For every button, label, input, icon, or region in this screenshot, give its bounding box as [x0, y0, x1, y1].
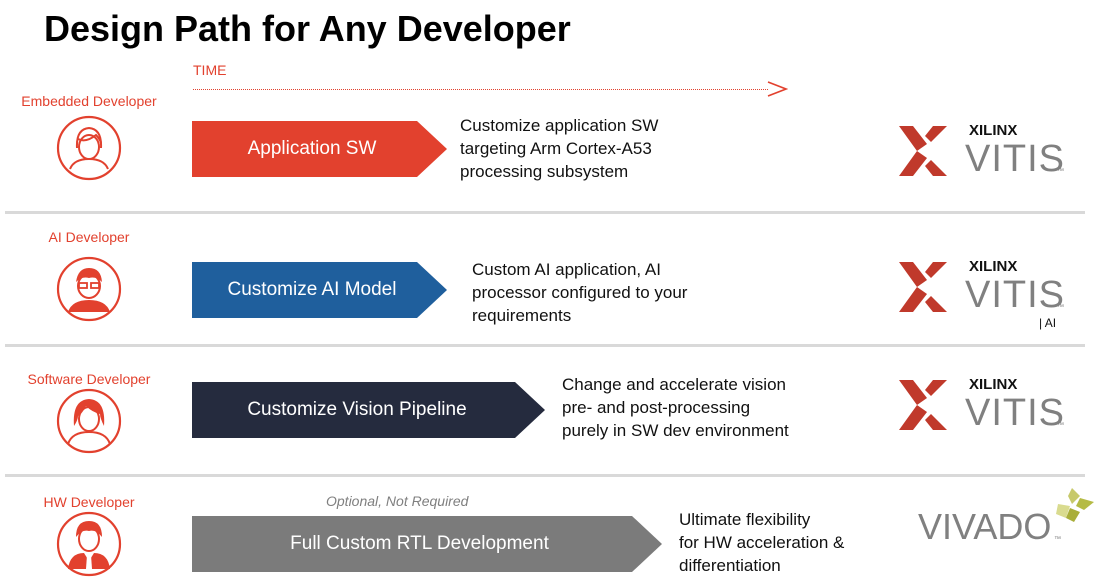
trademark-symbol: ™	[1057, 304, 1064, 311]
time-arrow-icon	[767, 81, 788, 97]
row-divider	[5, 344, 1085, 347]
developer-label-software: Software Developer	[27, 371, 151, 387]
time-label: TIME	[193, 62, 227, 78]
developer-label-ai: AI Developer	[48, 229, 130, 245]
step-label-customize-ai-model: Customize AI Model	[227, 279, 397, 300]
page-title: Design Path for Any Developer	[44, 8, 571, 49]
vitis-wordmark: VITIS	[965, 392, 1066, 434]
trademark-symbol: ™	[1054, 536, 1061, 543]
row-divider	[5, 474, 1085, 477]
step-label-application-sw: Application SW	[247, 138, 377, 159]
user-tie-icon	[56, 511, 122, 577]
vitis-ai-logo: XILINX VITIS ™ | AI	[897, 258, 1077, 334]
step-description: Custom AI application, AI processor conf…	[472, 260, 688, 325]
step-arrow-full-custom-rtl	[192, 516, 662, 572]
xilinx-logo-icon	[899, 126, 947, 176]
step-arrow-application-sw	[192, 121, 447, 177]
step-arrow-customize-ai-model	[192, 262, 447, 318]
xilinx-logo-icon	[899, 262, 947, 312]
step-description: Change and accelerate vision pre- and po…	[562, 375, 789, 440]
user-icon	[56, 115, 122, 181]
ai-suffix: | AI	[1039, 316, 1057, 330]
step-description: Ultimate flexibility for HW acceleration…	[679, 510, 845, 575]
xilinx-wordmark: XILINX	[969, 258, 1018, 275]
row-divider	[5, 211, 1085, 214]
step-label-customize-vision-pipeline: Customize Vision Pipeline	[247, 399, 467, 420]
vivado-wordmark: VIVADO	[918, 506, 1052, 547]
vitis-wordmark: VITIS	[965, 274, 1066, 316]
time-axis-line	[193, 89, 768, 90]
optional-note: Optional, Not Required	[326, 493, 469, 509]
developer-label-hw: HW Developer	[43, 494, 135, 510]
step-label-full-custom-rtl: Full Custom RTL Development	[290, 533, 549, 554]
user-female-icon	[56, 388, 122, 454]
vivado-leaf-icon	[1056, 488, 1094, 522]
user-glasses-icon	[56, 256, 122, 322]
trademark-symbol: ™	[1057, 422, 1064, 429]
step-arrow-customize-vision-pipeline	[192, 382, 545, 438]
developer-label-embedded: Embedded Developer	[21, 93, 157, 109]
trademark-symbol: ™	[1057, 168, 1064, 175]
vitis-logo: XILINX VITIS ™	[897, 122, 1077, 182]
vitis-wordmark: VITIS	[965, 138, 1066, 180]
xilinx-wordmark: XILINX	[969, 376, 1018, 393]
step-description: Customize application SW targeting Arm C…	[460, 116, 659, 181]
xilinx-wordmark: XILINX	[969, 122, 1018, 139]
xilinx-logo-icon	[899, 380, 947, 430]
vivado-logo: VIVADO ™	[918, 488, 1098, 548]
vitis-logo: XILINX VITIS ™	[897, 376, 1077, 436]
